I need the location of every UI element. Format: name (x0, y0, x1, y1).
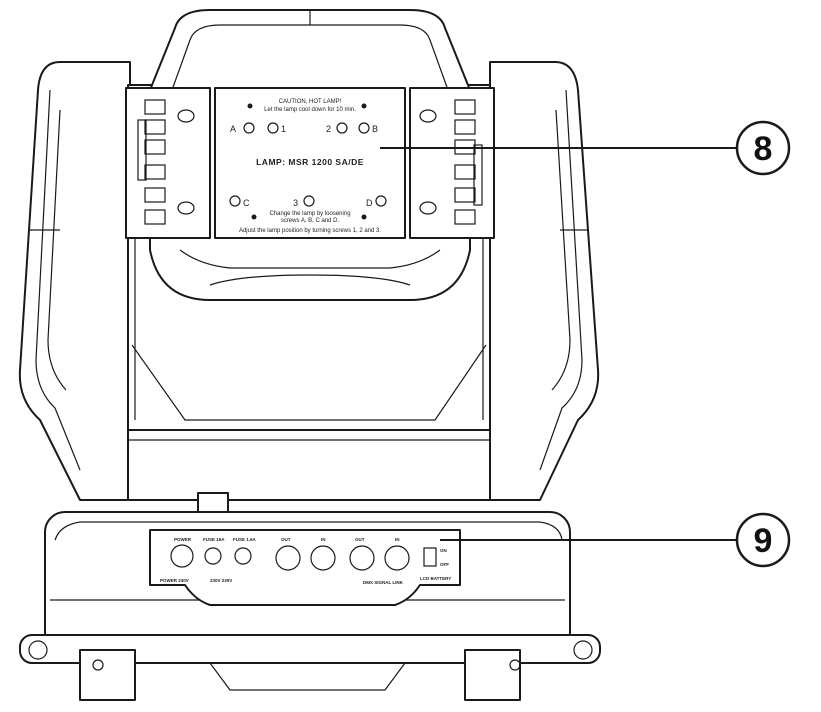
lamp-type-label: LAMP: MSR 1200 SA/DE (256, 157, 364, 167)
adjust-line: Adjust the lamp position by turning scre… (239, 228, 381, 234)
bottom-dmx-text: DMX SIGNAL LINK (363, 580, 404, 585)
dmx-out2-socket (349, 545, 375, 571)
change-line2: screws A, B, C and D. (281, 218, 340, 224)
dmx-in2-label: IN (395, 537, 400, 542)
screw-label-2: 2 (326, 124, 331, 134)
dmx-out1-label: OUT (281, 537, 291, 542)
screw-3-hole (303, 195, 315, 207)
dmx-out1-socket (275, 545, 301, 571)
screw-d-hole (375, 195, 387, 207)
screw-2-hole (336, 122, 348, 134)
screw-label-c: C (243, 198, 250, 208)
yoke-right-arm (489, 61, 600, 501)
dmx-in1-socket (310, 545, 336, 571)
screw-label-b: B (372, 124, 378, 134)
caution-line2: Let the lamp cool down for 10 min. (264, 107, 356, 113)
lamp-plate: CAUTION, HOT LAMP! Let the lamp cool dow… (214, 87, 406, 239)
screw-label-a: A (230, 124, 236, 134)
dmx-in2-socket (384, 545, 410, 571)
fuse2-label: FUSE 1.6A (233, 537, 257, 542)
screw-c-hole (229, 195, 241, 207)
screw-label-d: D (366, 198, 373, 208)
fuse1-label: FUSE 15A (203, 537, 225, 542)
dmx-out2-label: OUT (355, 537, 365, 542)
power-switch (423, 547, 437, 567)
callout-9-number: 9 (754, 522, 773, 560)
fuse2-holder (234, 547, 252, 565)
dmx-in1-label: IN (321, 537, 326, 542)
bottom-switch-text: LCD BATTERY (420, 576, 451, 581)
yoke-left-arm (18, 61, 131, 501)
bottom-power-text: POWER 230V (160, 578, 189, 583)
fuse1-holder (204, 547, 222, 565)
callout-8-number: 8 (754, 130, 773, 168)
switch-on-label: ON (440, 548, 447, 553)
screw-1-hole (267, 122, 279, 134)
power-label: POWER (174, 537, 192, 542)
screw-dot (251, 214, 257, 220)
callout-9: 9 (440, 512, 791, 568)
screw-dot (361, 103, 367, 109)
screw-a-hole (243, 122, 255, 134)
caution-line1: CAUTION, HOT LAMP! (279, 99, 342, 105)
screw-label-1: 1 (281, 124, 286, 134)
callout-8: 8 (380, 120, 791, 176)
right-rail (409, 87, 495, 239)
callout-8-circle (735, 120, 791, 176)
screw-b-hole (358, 122, 370, 134)
switch-off-label: OFF (440, 562, 449, 567)
callout-9-circle (735, 512, 791, 568)
power-socket (170, 544, 194, 568)
screw-dot (247, 103, 253, 109)
screw-label-3: 3 (293, 198, 298, 208)
bottom-fuse-text: 230V 230V (210, 578, 232, 583)
rear-panel: POWER FUSE 15A FUSE 1.6A OUT IN OUT IN O… (149, 529, 461, 606)
change-line1: Change the lamp by loosening (269, 211, 350, 217)
left-rail (125, 87, 211, 239)
screw-dot (361, 214, 367, 220)
